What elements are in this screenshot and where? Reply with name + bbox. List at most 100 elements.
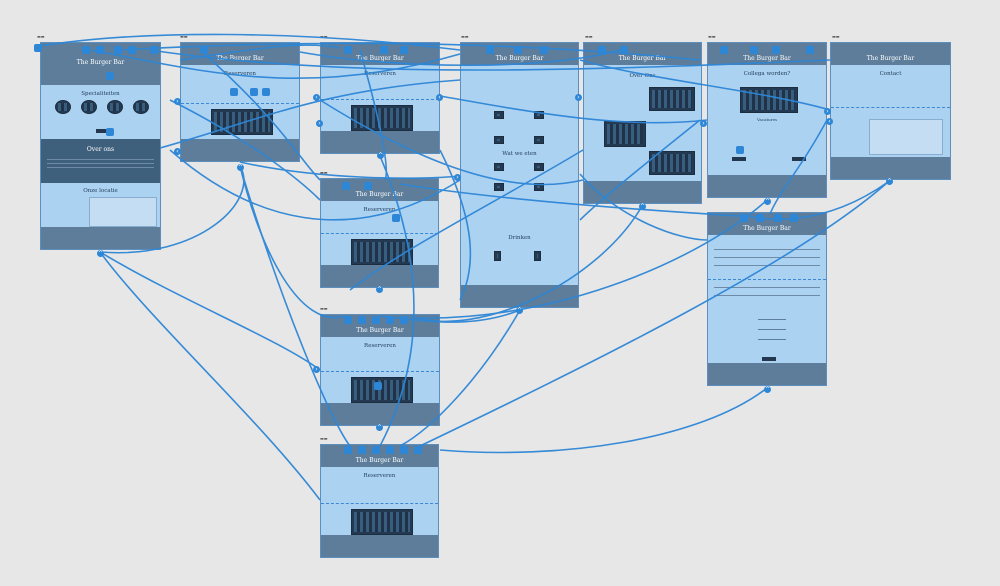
nav-arrow-up-icon[interactable]: ^	[639, 203, 646, 210]
nav-arrow-up-icon[interactable]: ^	[764, 386, 771, 393]
hotspot-node[interactable]	[806, 46, 814, 54]
hotspot-node[interactable]	[756, 214, 764, 222]
nav-arrow-right-icon[interactable]: ›	[174, 98, 181, 105]
nav-arrow-left-icon[interactable]: ‹	[436, 94, 443, 101]
hotspot-node[interactable]	[150, 46, 158, 54]
hotspot-node[interactable]	[486, 46, 494, 54]
vacature-submit-button[interactable]	[762, 357, 776, 361]
nav-arrow-up-icon[interactable]: ^	[376, 424, 383, 431]
hotspot-node[interactable]	[392, 214, 400, 222]
hotspot-node[interactable]	[230, 88, 238, 96]
home-about-text-line	[47, 167, 154, 168]
nav-arrow-up-icon[interactable]: ^	[237, 164, 244, 171]
hotspot-node[interactable]	[128, 46, 136, 54]
nav-arrow-right-icon[interactable]: ›	[575, 94, 582, 101]
hotspot-node[interactable]	[598, 46, 606, 54]
hotspot-node[interactable]	[96, 46, 104, 54]
hotspot-node[interactable]	[106, 72, 114, 80]
artboard-label-reserveren-1: ▬▬	[180, 34, 188, 39]
over-ons-heading: Over Ons	[629, 73, 656, 79]
contact-heading: Contact	[879, 71, 902, 77]
reserveren-4-heading: Reserveren	[364, 343, 396, 349]
nav-arrow-up-icon[interactable]: ^	[377, 152, 384, 159]
hotspot-node[interactable]	[114, 46, 122, 54]
artboard-reserveren-5[interactable]: The Burger Bar Reserveren	[320, 444, 439, 558]
artboard-home[interactable]: The Burger Bar Specialiteiten Over ons O…	[40, 42, 161, 250]
nav-arrow-right-icon[interactable]: ›	[316, 120, 323, 127]
nav-arrow-up-icon[interactable]: ^	[764, 198, 771, 205]
nav-arrow-up-icon[interactable]: ^	[516, 307, 523, 314]
home-menu-button[interactable]	[96, 129, 110, 133]
vacature-form-field[interactable]	[758, 329, 786, 330]
hotspot-node[interactable]	[790, 214, 798, 222]
hotspot-node[interactable]	[344, 46, 352, 54]
artboard-reserveren-1[interactable]: The Burger Bar Reserveren	[180, 42, 300, 162]
nav-arrow-left-icon[interactable]: ‹	[313, 94, 320, 101]
burger-image-1	[55, 100, 71, 114]
hotspot-node[interactable]	[386, 316, 394, 324]
nav-arrow-left-icon[interactable]: ‹	[826, 118, 833, 125]
reserveren-2-photo	[351, 105, 413, 131]
hotspot-node[interactable]	[200, 46, 208, 54]
contact-header	[831, 43, 950, 65]
collega-vacature-button[interactable]	[792, 157, 806, 161]
hotspot-node[interactable]	[374, 382, 382, 390]
nav-arrow-right-icon[interactable]: ›	[700, 120, 707, 127]
hotspot-node[interactable]	[380, 46, 388, 54]
hotspot-node[interactable]	[400, 46, 408, 54]
hotspot-node[interactable]	[358, 446, 366, 454]
home-map	[89, 197, 157, 227]
hotspot-node[interactable]	[414, 446, 422, 454]
hotspot-node[interactable]	[372, 446, 380, 454]
reserveren-2-fold-line	[321, 99, 439, 100]
vacature-form-field[interactable]	[758, 339, 786, 340]
collega-heading: Collega worden?	[743, 71, 791, 77]
over-ons-photo-2	[604, 121, 646, 147]
nav-arrow-right-icon[interactable]: ›	[824, 108, 831, 115]
hotspot-node[interactable]	[736, 146, 744, 154]
nav-arrow-left-icon[interactable]: ‹	[174, 148, 181, 155]
hotspot-node[interactable]	[250, 88, 258, 96]
nav-arrow-right-icon[interactable]: ›	[454, 174, 461, 181]
wire	[149, 49, 831, 71]
nav-arrow-up-icon[interactable]: ^	[97, 250, 104, 257]
nav-arrow-up-icon[interactable]: ^	[376, 286, 383, 293]
hotspot-node[interactable]	[774, 214, 782, 222]
hotspot-node[interactable]	[262, 88, 270, 96]
artboard-collega[interactable]: The Burger Bar Collega worden? Vacatures	[707, 42, 827, 198]
hotspot-node[interactable]	[358, 316, 366, 324]
wire	[399, 309, 521, 447]
menu-section-eten: Wat we eten	[502, 151, 537, 157]
hotspot-node[interactable]	[514, 46, 522, 54]
hotspot-node[interactable]	[400, 446, 408, 454]
hotspot-node[interactable]	[620, 46, 628, 54]
hotspot-node[interactable]	[344, 316, 352, 324]
menu-item-image	[494, 136, 504, 144]
hotspot-node[interactable]	[740, 214, 748, 222]
hotspot-node[interactable]	[364, 182, 372, 190]
hotspot-node[interactable]	[386, 446, 394, 454]
wire	[379, 155, 415, 447]
vacature-form-field[interactable]	[758, 319, 786, 320]
wire	[419, 181, 889, 447]
collega-vacature-button[interactable]	[732, 157, 746, 161]
reserveren-5-title: The Burger Bar	[355, 457, 404, 464]
collega-title: The Burger Bar	[743, 55, 791, 62]
hotspot-node[interactable]	[82, 46, 90, 54]
hotspot-node[interactable]	[344, 446, 352, 454]
vacature-text-line	[714, 257, 820, 258]
wire	[409, 205, 643, 323]
hotspot-node[interactable]	[106, 128, 114, 136]
hotspot-node[interactable]	[342, 182, 350, 190]
nav-arrow-right-icon[interactable]: ›	[313, 366, 320, 373]
vacature-footer	[708, 363, 826, 385]
hotspot-node[interactable]	[772, 46, 780, 54]
hotspot-node[interactable]	[750, 46, 758, 54]
hotspot-node[interactable]	[372, 316, 380, 324]
hotspot-node[interactable]	[34, 44, 42, 52]
hotspot-node[interactable]	[540, 46, 548, 54]
hotspot-node[interactable]	[400, 316, 408, 324]
hotspot-node[interactable]	[720, 46, 728, 54]
nav-arrow-up-icon[interactable]: ^	[886, 178, 893, 185]
